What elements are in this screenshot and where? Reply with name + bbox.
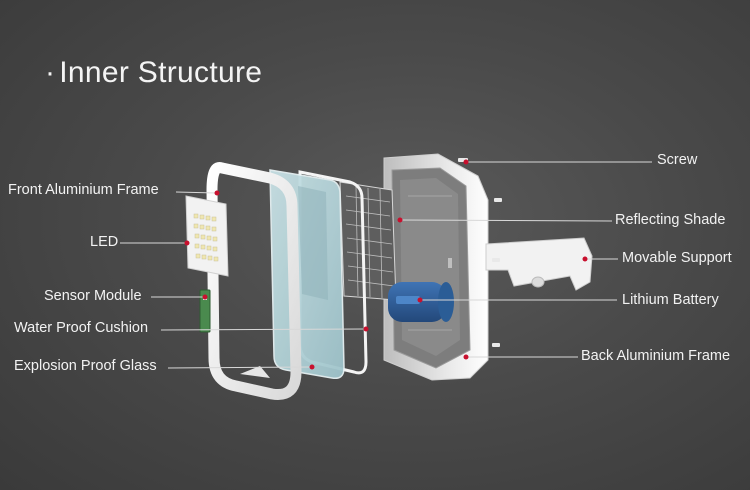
label-front-aluminium-frame: Front Aluminium Frame	[8, 182, 159, 198]
title-bullet: ·	[45, 56, 56, 89]
led-board-part	[185, 195, 229, 277]
label-water-proof-cushion: Water Proof Cushion	[14, 320, 149, 336]
label-explosion-proof-glass: Explosion Proof Glass	[14, 358, 157, 374]
label-movable-support: Movable Support	[622, 250, 732, 266]
explosion-proof-glass-part	[269, 169, 345, 380]
marker-support	[582, 256, 588, 262]
marker-screw	[463, 159, 469, 165]
marker-cushion	[363, 326, 369, 332]
marker-sensor	[202, 294, 208, 300]
label-reflecting-shade: Reflecting Shade	[615, 212, 726, 228]
screws	[458, 158, 502, 347]
label-lithium-battery: Lithium Battery	[622, 292, 719, 308]
back-frame-part	[383, 153, 489, 381]
front-frame-part	[206, 162, 302, 401]
marker-led	[184, 240, 190, 246]
marker-reflecting	[397, 217, 403, 223]
marker-battery	[417, 297, 423, 303]
label-back-aluminium-frame: Back Aluminium Frame	[581, 348, 731, 364]
label-sensor-module: Sensor Module	[44, 288, 142, 304]
markers	[184, 159, 588, 370]
marker-glass	[309, 364, 315, 370]
leader-lines	[120, 161, 652, 369]
reflecting-shade-part	[339, 181, 397, 301]
page-title: ·Inner Structure	[45, 56, 262, 90]
marker-back-frame	[463, 354, 469, 360]
title-text: Inner Structure	[59, 56, 263, 89]
movable-support-part	[485, 237, 593, 291]
lithium-battery-part	[388, 282, 454, 322]
label-screw: Screw	[657, 152, 698, 168]
label-led: LED	[90, 234, 119, 250]
marker-front-frame	[214, 190, 220, 196]
